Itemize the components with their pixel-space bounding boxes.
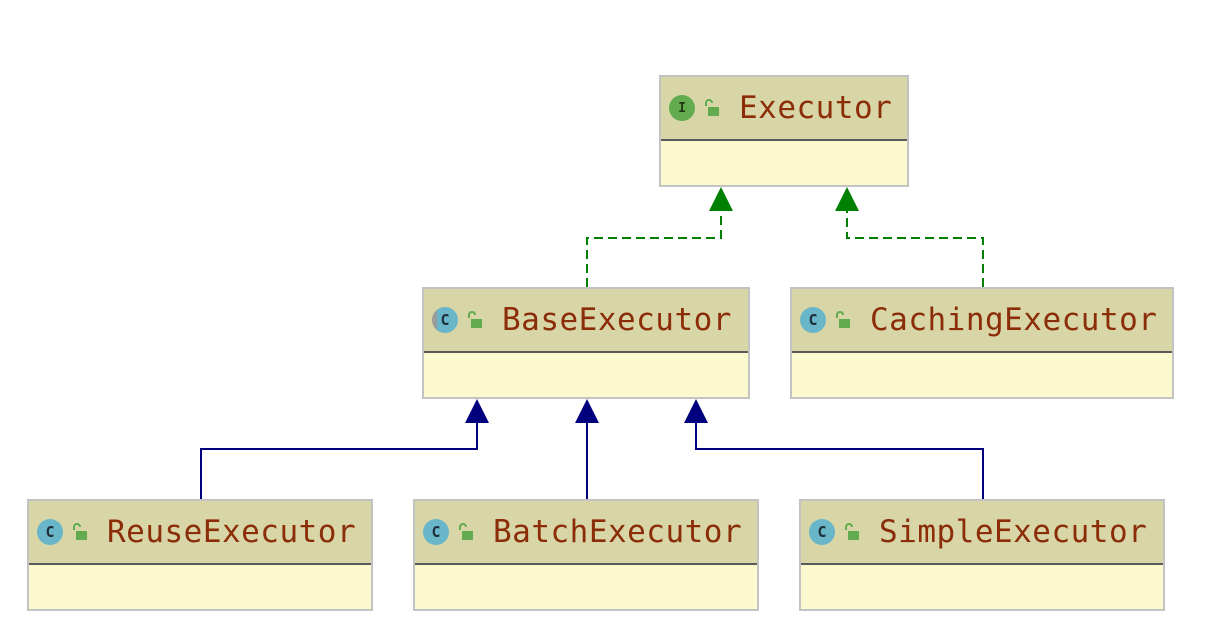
extends-arrowhead xyxy=(684,399,708,423)
edge-caching-executor-implements-executor xyxy=(835,187,984,287)
unlocked-padlock-icon xyxy=(845,523,859,540)
batch-executor-class-box[interactable]: C BatchExecutor xyxy=(413,499,759,611)
class-name: CachingExecutor xyxy=(870,302,1158,338)
edge-base-executor-implements-executor xyxy=(586,187,733,287)
interface-icon: I xyxy=(669,95,695,121)
implements-arrowhead xyxy=(835,187,859,211)
class-icon: C xyxy=(809,519,835,545)
class-header: C SimpleExecutor xyxy=(801,501,1163,565)
class-icon: C xyxy=(800,307,826,333)
edge-batch-executor-extends-base-executor xyxy=(575,399,599,499)
simple-executor-class-box[interactable]: C SimpleExecutor xyxy=(799,499,1165,611)
abstract-class-icon: C xyxy=(432,307,458,333)
edge-simple-executor-extends-base-executor xyxy=(684,399,984,499)
base-executor-class-box[interactable]: C BaseExecutor xyxy=(422,287,750,399)
class-header: C BatchExecutor xyxy=(415,501,757,565)
implements-line xyxy=(846,210,984,287)
class-name: ReuseExecutor xyxy=(107,514,357,550)
class-name: BaseExecutor xyxy=(502,302,732,338)
extends-line xyxy=(200,422,478,499)
unlocked-padlock-icon xyxy=(459,523,473,540)
caching-executor-class-box[interactable]: C CachingExecutor xyxy=(790,287,1174,399)
class-icon: C xyxy=(37,519,63,545)
reuse-executor-class-box[interactable]: C ReuseExecutor xyxy=(27,499,373,611)
implements-arrowhead xyxy=(709,187,733,211)
class-header: C BaseExecutor xyxy=(424,289,748,353)
class-header: C ReuseExecutor xyxy=(29,501,371,565)
edge-reuse-executor-extends-base-executor xyxy=(200,399,489,499)
class-header: C CachingExecutor xyxy=(792,289,1172,353)
extends-line xyxy=(695,422,984,499)
executor-class-box[interactable]: I Executor xyxy=(659,75,909,187)
unlocked-padlock-icon xyxy=(705,99,719,116)
extends-arrowhead xyxy=(465,399,489,423)
class-header: I Executor xyxy=(661,77,907,141)
extends-arrowhead xyxy=(575,399,599,423)
unlocked-padlock-icon xyxy=(836,311,850,328)
unlocked-padlock-icon xyxy=(468,311,482,328)
unlocked-padlock-icon xyxy=(73,523,87,540)
class-icon: C xyxy=(423,519,449,545)
class-name: Executor xyxy=(739,90,893,126)
implements-line xyxy=(586,210,722,287)
class-name: BatchExecutor xyxy=(493,514,743,550)
class-name: SimpleExecutor xyxy=(879,514,1148,550)
